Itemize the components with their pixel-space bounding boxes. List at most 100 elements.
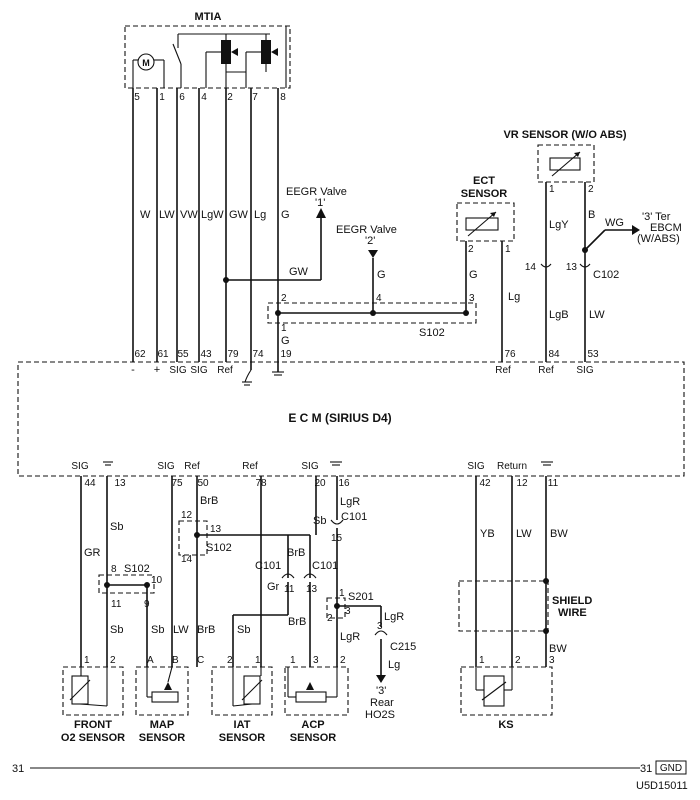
diagram-label: 20	[314, 478, 326, 489]
diagram-label: 11	[111, 599, 122, 610]
diagram-label: C102	[593, 269, 619, 281]
diagram-label: ACP	[301, 719, 324, 731]
diagram-label: 13	[114, 478, 126, 489]
diagram-label: Lg	[254, 209, 266, 221]
thermistor-icon	[465, 217, 499, 231]
diagram-label: SIG	[169, 365, 186, 376]
diagram-label: SIG	[71, 461, 88, 472]
diagram-label: VW	[180, 209, 198, 221]
diagram-label: 2	[327, 613, 333, 624]
diagram-label: 11	[548, 478, 559, 489]
diagram-label: 2	[515, 655, 521, 666]
diagram-label: 2	[340, 655, 346, 666]
diagram-label: LW	[173, 624, 189, 636]
diagram-label: SIG	[157, 461, 174, 472]
diagram-label: 3	[313, 655, 319, 666]
diagram-label: +	[154, 364, 160, 376]
diagram-label: 19	[280, 349, 292, 360]
diagram-label: 13	[210, 524, 222, 535]
diagram-label: 75	[171, 478, 183, 489]
diagram-label: Ref	[538, 365, 554, 376]
diagram-label: EBCM	[650, 222, 682, 234]
diagram-label: ECT	[473, 175, 495, 187]
diagram-label: GND	[660, 763, 682, 774]
iat-sensor-box	[211, 666, 273, 716]
diagram-label: Gr	[267, 581, 280, 593]
diagram-label: 43	[200, 349, 212, 360]
diagram-label: 14	[525, 262, 537, 273]
diagram-label: '1'	[315, 197, 325, 209]
vr-sensor-icon	[549, 157, 581, 171]
diagram-label: BrB	[288, 616, 306, 628]
diagram-label: 2	[588, 184, 594, 195]
potentiometer-1-icon	[221, 40, 231, 64]
diagram-label: 7	[252, 92, 258, 103]
diagram-label: SENSOR	[139, 732, 186, 744]
potentiometer-2-icon	[261, 40, 271, 64]
diagram-label: 61	[157, 349, 169, 360]
diagram-label: C215	[390, 641, 416, 653]
diagram-label: Sb	[237, 624, 250, 636]
diagram-label: BW	[549, 643, 567, 655]
diagram-label: LgR	[340, 496, 360, 508]
diagram-label: 74	[252, 349, 264, 360]
diagram-label: YB	[480, 528, 495, 540]
diagram-label: EEGR Valve	[336, 224, 397, 236]
arrow-down-icon	[376, 675, 386, 683]
diagram-label: LW	[589, 309, 605, 321]
diagram-label: 1	[84, 655, 90, 666]
diagram-label: GW	[289, 266, 309, 278]
map-sensor-icon	[151, 691, 179, 703]
diagram-label: 4	[376, 293, 382, 304]
diagram-label: LW	[159, 209, 175, 221]
diagram-label: G	[281, 209, 290, 221]
ecm-box	[17, 361, 685, 477]
diagram-label: LW	[516, 528, 532, 540]
diagram-label: Ref	[242, 461, 258, 472]
diagram-label: 5	[134, 92, 140, 103]
diagram-label: WIRE	[558, 607, 587, 619]
diagram-label: Ref	[184, 461, 200, 472]
diagram-label: BrB	[197, 624, 215, 636]
diagram-label: 1	[159, 92, 165, 103]
diagram-label: KS	[498, 719, 513, 731]
diagram-label: Sb	[110, 624, 123, 636]
diagram-label: G	[377, 269, 386, 281]
diagram-label: BW	[550, 528, 568, 540]
diagram-label: LgR	[340, 631, 360, 643]
acp-sensor-icon	[295, 691, 327, 703]
diagram-label: B	[588, 209, 595, 221]
diagram-label: W	[140, 209, 151, 221]
diagram-label: C101	[341, 511, 367, 523]
ect-sensor-box	[456, 202, 515, 242]
diagram-label: 2	[281, 293, 287, 304]
diagram-label: LgY	[549, 219, 569, 231]
diagram-label: 84	[548, 349, 560, 360]
diagram-label: 8	[280, 92, 286, 103]
diagram-label: 12	[181, 510, 193, 521]
diagram-label: 44	[84, 478, 96, 489]
diagram-label: (W/ABS)	[637, 233, 680, 245]
diagram-label: S102	[206, 542, 232, 554]
diagram-label: O2 SENSOR	[61, 732, 125, 744]
s201-splice-box	[326, 597, 346, 619]
diagram-label: '3'	[376, 685, 386, 697]
motor-icon	[137, 53, 155, 71]
diagram-label: Lg	[508, 291, 520, 303]
diagram-label: 10	[151, 575, 163, 586]
diagram-label: VR SENSOR (W/O ABS)	[503, 129, 626, 141]
diagram-label: BrB	[200, 495, 218, 507]
diagram-label: MAP	[150, 719, 174, 731]
diagram-label: 13	[566, 262, 578, 273]
arrow-up-icon	[316, 208, 326, 218]
diagram-label: S201	[348, 591, 374, 603]
diagram-label: S102	[124, 563, 150, 575]
diagram-label: G	[469, 269, 478, 281]
diagram-label: WG	[605, 217, 624, 229]
ks-sensor-box	[460, 666, 553, 716]
diagram-label: 1	[549, 184, 555, 195]
diagram-label: 14	[181, 554, 193, 565]
diagram-label: 3	[469, 293, 475, 304]
ks-sensor-icon	[483, 675, 505, 707]
